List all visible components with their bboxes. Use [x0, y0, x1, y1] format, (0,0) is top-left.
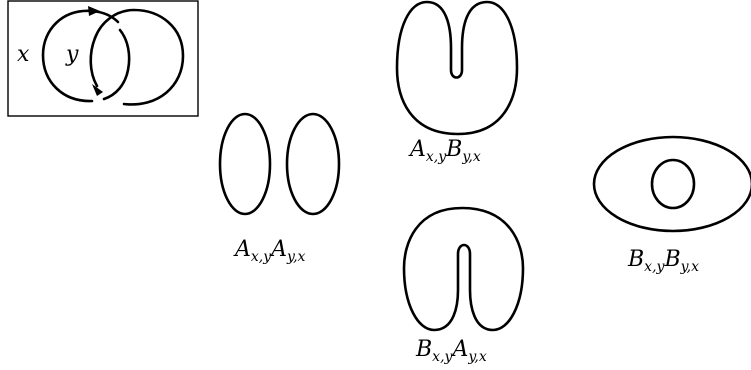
heart-loop-notch-bottom: [395, 0, 519, 136]
state-BxyAyx: Bx,yAy,x: [402, 206, 525, 365]
right-circle-strand: [93, 8, 185, 106]
var-y-label: y: [65, 42, 79, 67]
right-ellipse: [285, 112, 341, 216]
label-AxyAyx: Ax,yAy,x: [233, 237, 306, 265]
arch-loop-notch-top: [402, 206, 525, 332]
label-BxyAyx: Bx,yAy,x: [415, 337, 487, 365]
arrow-head-top-icon: [88, 6, 100, 16]
state-AxyAyx: Ax,yAy,x: [218, 112, 341, 265]
inner-oval: [650, 158, 696, 210]
state-BxyByx: Bx,yBy,x: [592, 135, 751, 275]
left-circle-strand: [41, 9, 94, 103]
crossing-inset: x y: [7, 0, 199, 117]
left-inner-strand: [89, 36, 99, 88]
label-AxyByx: Ax,yBy,x: [408, 137, 481, 165]
var-x-label: x: [17, 42, 30, 67]
state-AxyByx: Ax,yBy,x: [395, 0, 519, 165]
left-ellipse: [218, 112, 272, 216]
label-BxyByx: Bx,yBy,x: [627, 247, 699, 275]
inset-frame: [7, 0, 199, 117]
outer-oval: [592, 135, 751, 233]
arrow-head-bottom-icon: [92, 84, 103, 96]
right-circle-inner-strand: [102, 28, 131, 101]
